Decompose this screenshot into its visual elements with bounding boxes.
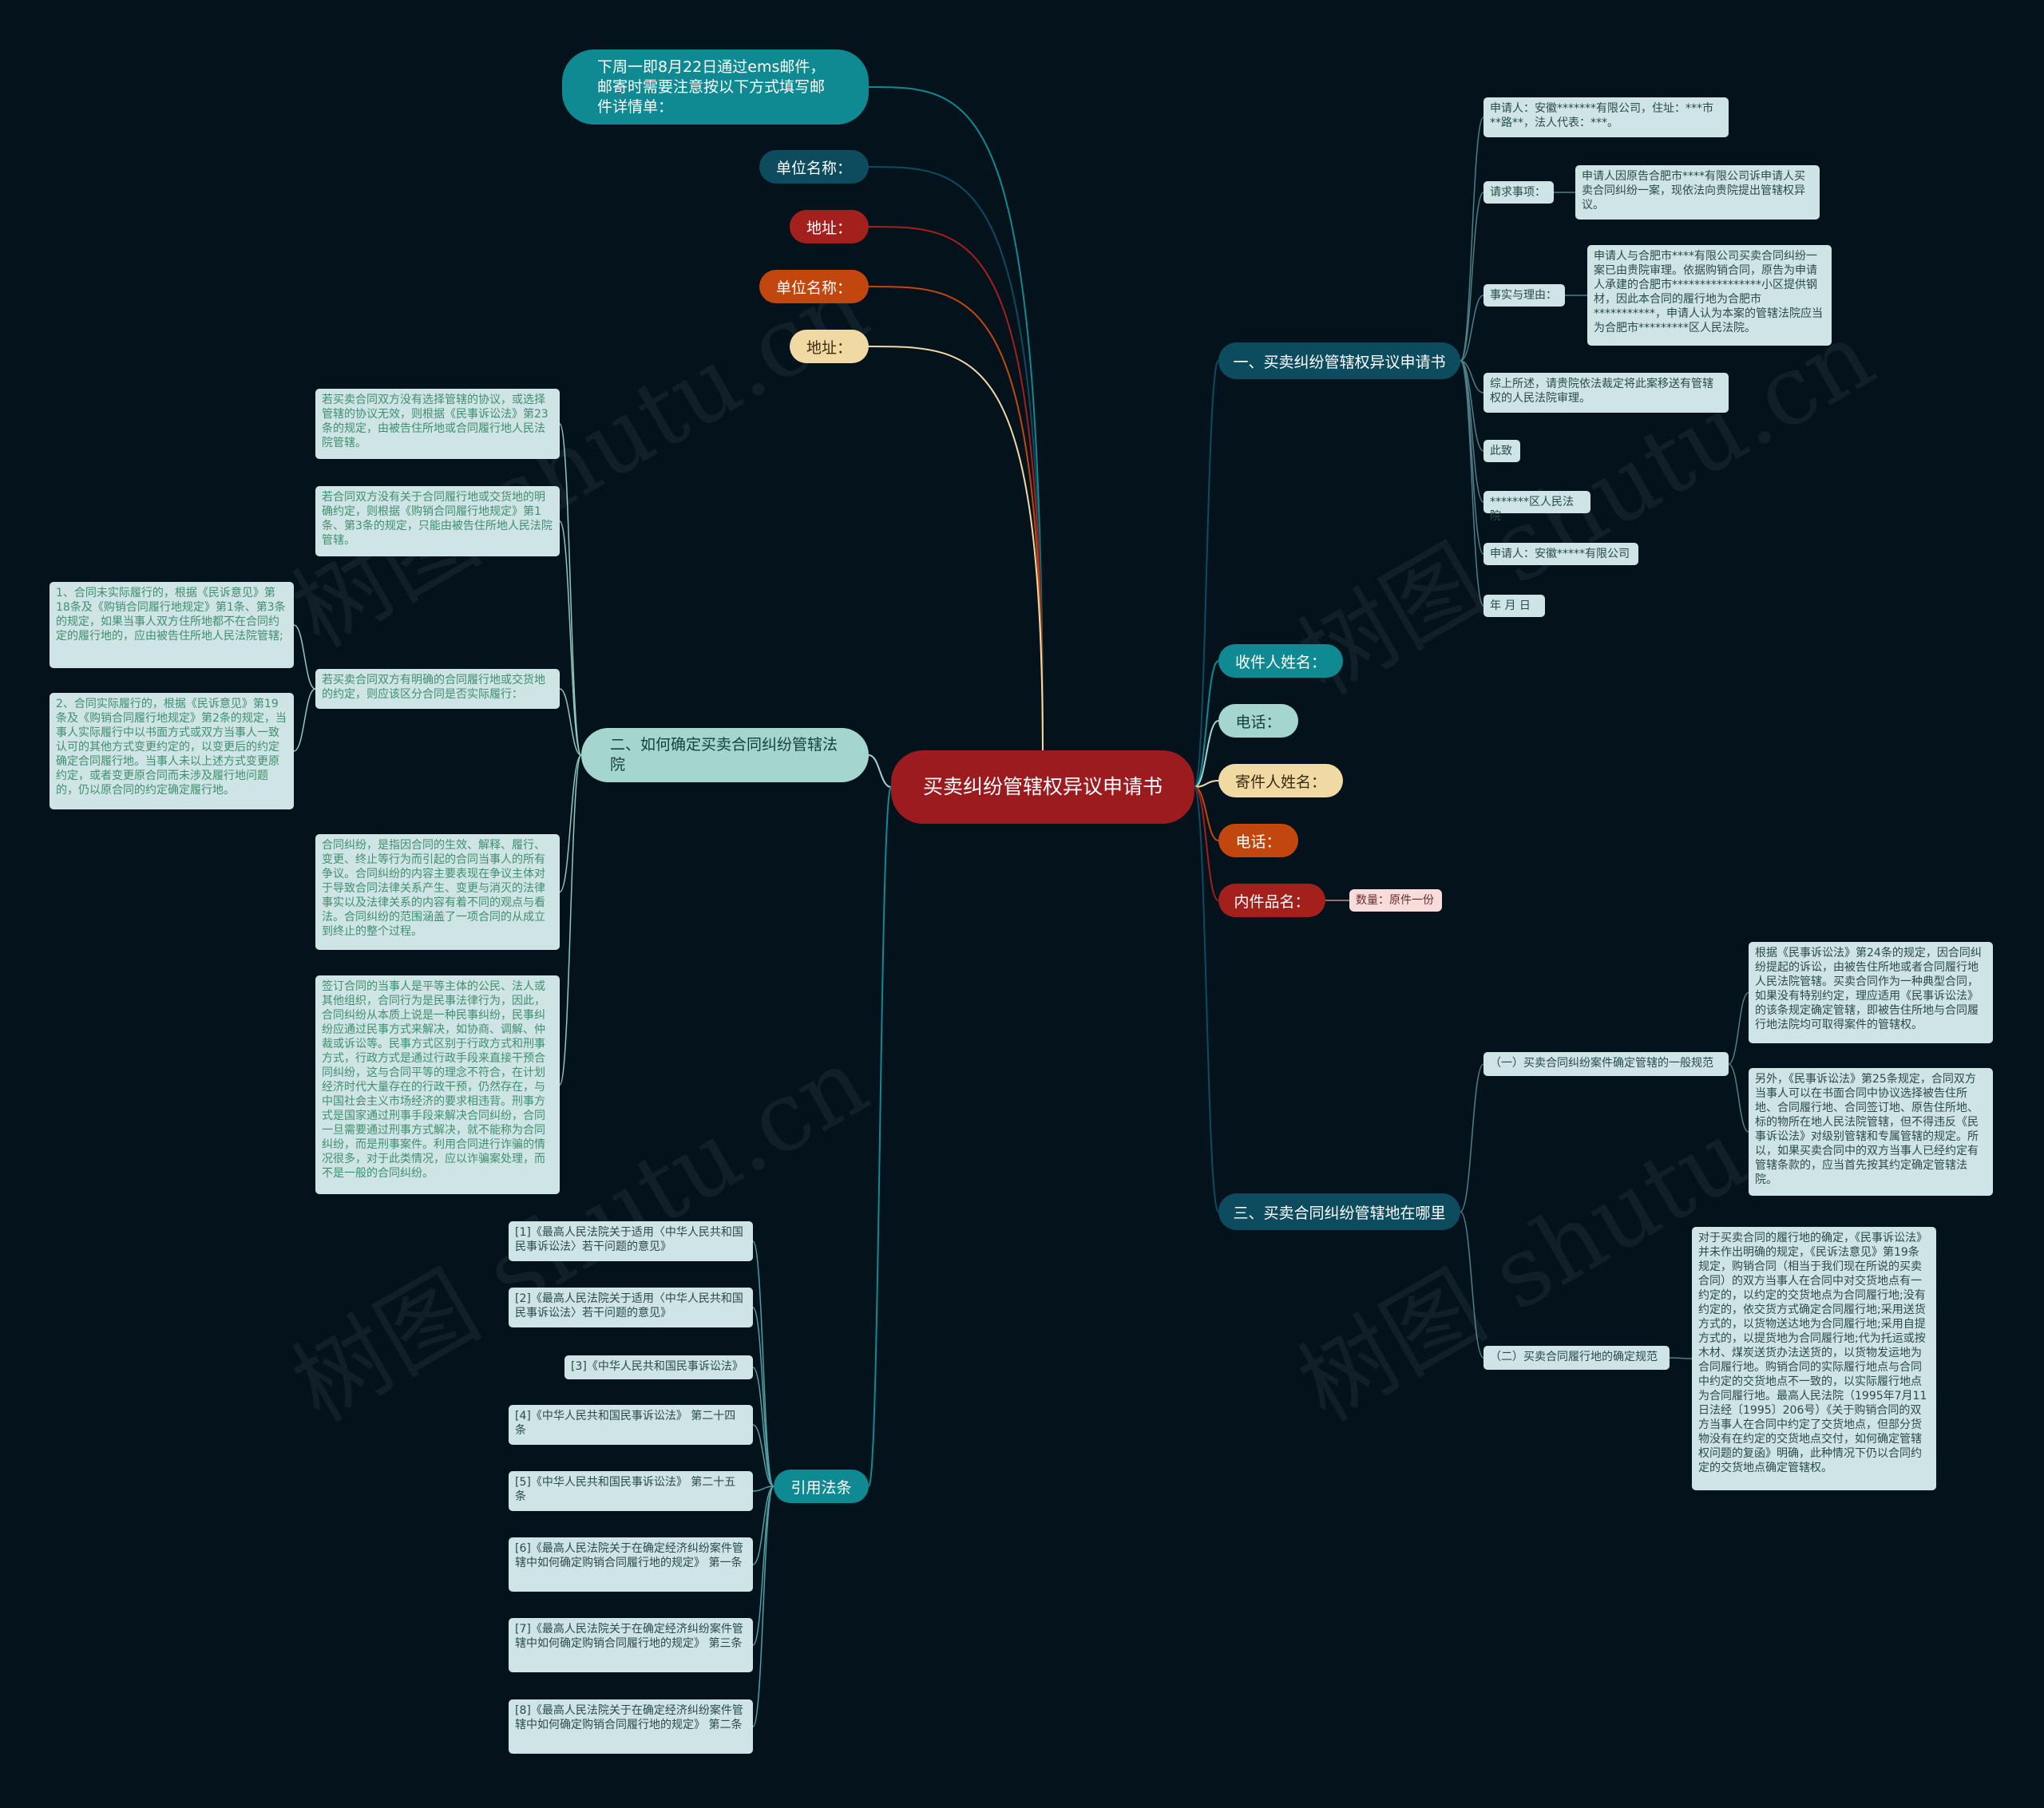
connector — [1194, 786, 1219, 841]
section3-node[interactable]: 三、买卖合同纠纷管辖地在哪里 — [1218, 1193, 1460, 1230]
sub1-text1: 根据《民事诉讼法》第24条的规定，因合同纠纷提起的诉讼，由被告住所地或者合同履行… — [1749, 942, 1993, 1043]
rule-box: 若合同双方没有关于合同履行地或交货地的明确约定，则根据《购销合同履行地规定》第1… — [315, 486, 560, 556]
connector — [752, 1307, 774, 1487]
item-name-node[interactable]: 内件品名： — [1218, 884, 1325, 917]
connector — [1728, 991, 1749, 1065]
date-box: 年 月 日 — [1483, 595, 1545, 617]
connector — [559, 754, 582, 1086]
connector — [1460, 295, 1484, 362]
facts-label: 事实与理由： — [1483, 284, 1565, 307]
address-node[interactable]: 地址： — [790, 330, 869, 363]
sub2-box: （二）买卖合同履行地的确定规范 — [1483, 1346, 1670, 1370]
salute-box: 此致 — [1483, 440, 1520, 462]
address-node[interactable]: 地址： — [790, 210, 869, 243]
applicant-box: 申请人：安徽*******有限公司，住址：***市**路**，法人代表：***。 — [1483, 97, 1729, 137]
connector — [868, 86, 1044, 759]
connector — [752, 1486, 774, 1492]
connector — [559, 520, 582, 756]
rule-box: 若买卖合同双方没有选择管辖的协议，或选择管辖的协议无效，则根据《民事诉讼法》第2… — [315, 389, 560, 459]
connector — [868, 226, 1044, 759]
connector — [1194, 660, 1219, 788]
section2-node[interactable]: 二、如何确定买卖合同纠纷管辖法院 — [581, 728, 869, 782]
phone-node[interactable]: 电话： — [1218, 704, 1298, 738]
law-item[interactable]: [8]《最高人民法院关于在确定经济纠纷案件管辖中如何确定购销合同履行地的规定》 … — [509, 1699, 753, 1754]
connector — [1460, 360, 1484, 607]
rule-box: 合同纠纷，是指因合同的生效、解释、履行、变更、终止等行为而引起的合同当事人的所有… — [315, 834, 560, 950]
connector — [1194, 780, 1219, 788]
sub1-text2: 另外，《民事诉讼法》第25条规定，合同双方当事人可以在书面合同中协议选择被告住所… — [1749, 1068, 1993, 1196]
connector — [752, 1486, 774, 1565]
connector — [752, 1486, 774, 1646]
connector — [752, 1486, 774, 1727]
unit-name-node[interactable]: 单位名称： — [759, 150, 869, 184]
connector — [293, 624, 316, 690]
connector — [1460, 1063, 1484, 1213]
connector — [559, 754, 582, 893]
court-box: *******区人民法院 — [1483, 491, 1590, 523]
law-item[interactable]: [1]《最高人民法院关于适用〈中华人民共和国民事诉讼法〉若干问题的意见》 — [509, 1221, 753, 1261]
connector — [293, 688, 316, 752]
connector — [752, 1367, 774, 1487]
connector — [559, 423, 582, 756]
request-label: 请求事项： — [1483, 181, 1554, 204]
sender-name-node[interactable]: 寄件人姓名： — [1218, 764, 1343, 797]
sub1-box: （一）买卖合同纠纷案件确定管辖的一般规范 — [1483, 1052, 1729, 1076]
connector — [868, 786, 892, 1487]
connector — [1728, 1063, 1749, 1133]
section1-node[interactable]: 一、买卖纠纷管辖权异议申请书 — [1218, 342, 1460, 379]
law-item[interactable]: [2]《最高人民法院关于适用〈中华人民共和国民事诉讼法〉若干问题的意见》 — [509, 1288, 753, 1327]
rule-box: 1、合同未实际履行的，根据《民诉意见》第18条及《购销合同履行地规定》第1条、第… — [50, 582, 294, 668]
connector — [868, 754, 892, 788]
mail-note-node[interactable]: 下周一即8月22日通过ems邮件，邮寄时需要注意按以下方式填写邮件详情单： — [562, 49, 869, 125]
unit-name-node[interactable]: 单位名称： — [759, 270, 869, 303]
request-text: 申请人因原告合肥市****有限公司诉申请人买卖合同纠纷一案，现依法向贵院提出管辖… — [1575, 165, 1820, 220]
law-item[interactable]: [5]《中华人民共和国民事诉讼法》 第二十五条 — [509, 1471, 753, 1511]
sub2-text: 对于买卖合同的履行地的确定，《民事诉讼法》并未作出明确的规定，《民诉法意见》第1… — [1692, 1227, 1936, 1490]
phone-node[interactable]: 电话： — [1218, 824, 1298, 857]
recipient-name-node[interactable]: 收件人姓名： — [1218, 644, 1343, 678]
signer-box: 申请人：安徽*****有限公司 — [1483, 543, 1638, 565]
rule-box: 2、合同实际履行的，根据《民诉意见》第19条及《购销合同履行地规定》第2条的规定… — [50, 693, 294, 809]
connector — [1460, 360, 1484, 394]
connector — [1194, 360, 1219, 788]
law-item[interactable]: [7]《最高人民法院关于在确定经济纠纷案件管辖中如何确定购销合同履行地的规定》 … — [509, 1618, 753, 1672]
law-item[interactable]: [4]《中华人民共和国民事诉讼法》 第二十四条 — [509, 1405, 753, 1445]
connector — [559, 688, 582, 756]
rule-box: 若买卖合同双方有明确的合同履行地或交货地的约定，则应该区分合同是否实际履行： — [315, 669, 560, 709]
connector — [1194, 786, 1219, 1213]
connector — [1460, 192, 1484, 362]
law-item[interactable]: [3]《中华人民共和国民事诉讼法》 — [564, 1355, 753, 1379]
conclusion-box: 综上所述，请贵院依法裁定将此案移送有管辖权的人民法院审理。 — [1483, 373, 1729, 413]
central-topic[interactable]: 买卖纠纷管辖权异议申请书 — [891, 750, 1194, 824]
connector — [752, 1424, 774, 1487]
cited-laws-node[interactable]: 引用法条 — [774, 1470, 869, 1503]
connector — [1669, 1357, 1693, 1359]
connector — [752, 1240, 774, 1487]
connector — [868, 286, 1044, 759]
connector — [1460, 117, 1484, 362]
connector — [1194, 720, 1219, 788]
rule-box: 签订合同的当事人是平等主体的公民、法人或其他组织，合同行为是民事法律行为，因此，… — [315, 975, 560, 1194]
connector — [1194, 786, 1219, 901]
connector — [1460, 1211, 1484, 1359]
connector — [868, 346, 1044, 759]
connector — [868, 166, 1044, 759]
law-item[interactable]: [6]《最高人民法院关于在确定经济纠纷案件管辖中如何确定购销合同履行地的规定》 … — [509, 1537, 753, 1592]
facts-text: 申请人与合肥市****有限公司买卖合同纠纷一案已由贵院审理。依据购销合同，原告为… — [1587, 245, 1832, 346]
quantity-box: 数量：原件一份 — [1349, 889, 1442, 912]
